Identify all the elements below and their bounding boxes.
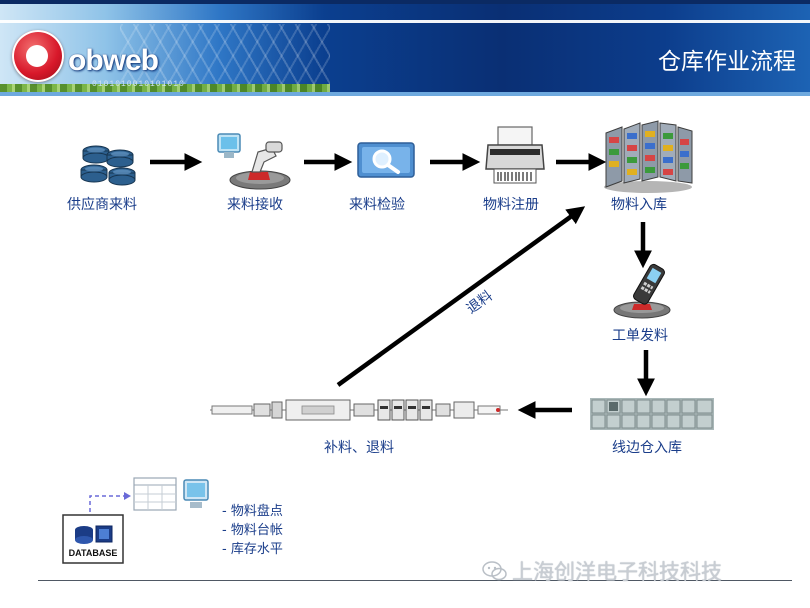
banner-background [0, 0, 810, 96]
banner-lattice [120, 24, 330, 86]
logo-text: obweb [68, 44, 159, 77]
logo-ring-hole [26, 45, 48, 67]
inventory-item-stocktake: - 物料盘点 [222, 504, 283, 519]
database-label: DATABASE [69, 548, 118, 558]
label-material-receive: 来料接收 [227, 197, 283, 213]
bottom-rule [38, 580, 792, 581]
magnifier-icon [357, 142, 415, 178]
database-disks-icon [80, 145, 136, 186]
storage-racks-icon [604, 120, 693, 193]
scanner-terminal-icon [217, 133, 291, 190]
watermark-text: 上海创洋电子科技科技 [512, 560, 722, 584]
smt-line-icon [210, 399, 508, 421]
report-screen-icon [133, 477, 209, 511]
banner-white-line [0, 20, 810, 23]
inventory-item-stock-level: - 库存水平 [222, 542, 283, 557]
banner-green-stripe [0, 84, 330, 95]
logo-subtext: 0101010010101010 [92, 80, 185, 89]
label-material-inspect: 来料检验 [349, 197, 405, 213]
label-lineside-store: 线边仓入库 [612, 440, 682, 456]
label-material-store: 物料入库 [611, 197, 667, 213]
banner-bottom-strip [0, 92, 810, 96]
label-supplier-material: 供应商来料 [67, 197, 137, 213]
page-title: 仓库作业流程 [658, 49, 796, 75]
locker-cabinet-icon [590, 398, 714, 430]
dashed-arrow-db-to-screen [89, 495, 126, 512]
printer-icon [485, 126, 545, 184]
wechat-icon [482, 561, 507, 581]
banner-top-strip [0, 0, 810, 4]
label-replenish-return: 补料、退料 [324, 440, 394, 456]
header-banner: obweb 0101010010101010 仓库作业流程 [0, 0, 810, 96]
database-box-icon: DATABASE [62, 514, 124, 564]
arrow-return-to-store [336, 206, 586, 387]
label-material-register: 物料注册 [483, 197, 539, 213]
inventory-item-ledger: - 物料台帐 [222, 523, 283, 538]
label-workorder-issue: 工单发料 [612, 328, 668, 344]
handheld-scanner-icon [613, 263, 671, 319]
